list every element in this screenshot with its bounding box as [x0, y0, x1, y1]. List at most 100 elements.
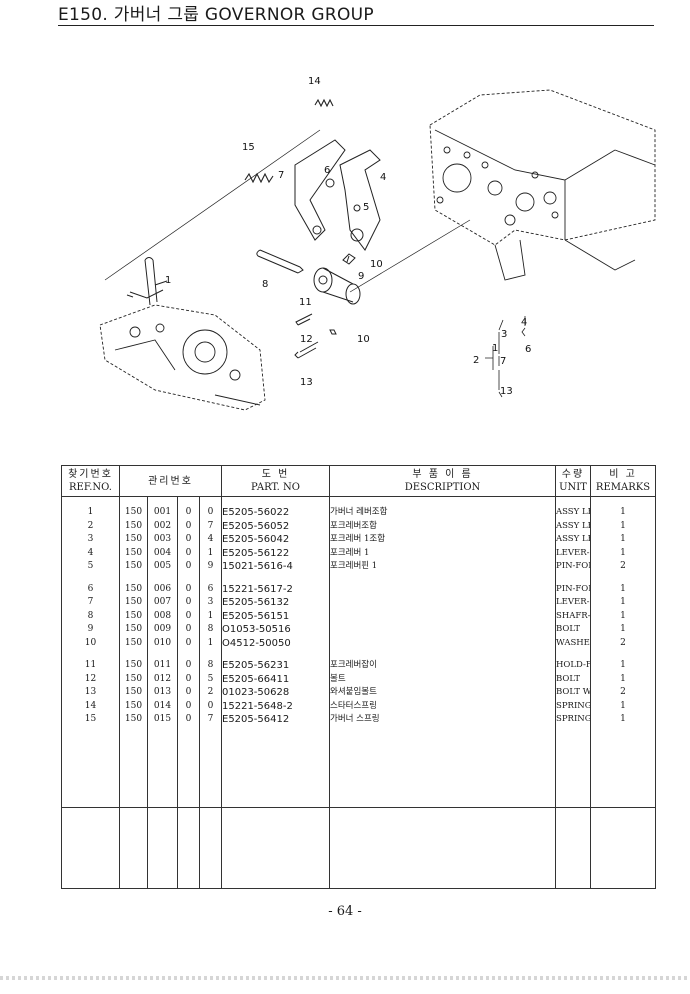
cell-unit: 1 — [590, 672, 656, 686]
cell-a: 0 — [177, 546, 200, 560]
fork-levers — [294, 139, 381, 251]
cell-g: 150 — [119, 519, 148, 533]
cell-g: 150 — [119, 636, 148, 650]
col-mgmt: 관리번호 — [119, 465, 222, 497]
cell-ref: 9 — [61, 623, 120, 637]
cell-a: 0 — [177, 506, 200, 520]
page-number: - 64 - — [328, 904, 362, 919]
cell-en: ASSY LEVER-FORK — [555, 519, 591, 533]
callout-5: 5 — [363, 202, 369, 213]
cell-a: 0 — [177, 519, 200, 533]
cell-ko: 스타터스프링 — [329, 699, 556, 713]
governor-lever-shaft — [126, 257, 168, 306]
cell-g: 150 — [119, 659, 148, 673]
cell-en: BOLT WITH WASHER — [555, 686, 591, 700]
cell-b: 2 — [199, 686, 222, 700]
cell-ko — [329, 636, 556, 650]
cell-unit: 1 — [590, 623, 656, 637]
page-title: E150. 가버너 그룹 GOVERNOR GROUP — [58, 5, 374, 25]
cell-g: 150 — [119, 623, 148, 637]
cell-ko — [329, 609, 556, 623]
cell-ref: 12 — [61, 672, 120, 686]
cell-unit: 1 — [590, 713, 656, 727]
cell-s: 015 — [147, 713, 178, 727]
cell-ko: 포크레버핀 1 — [329, 560, 556, 574]
cell-ko — [329, 582, 556, 596]
cell-a: 0 — [177, 672, 200, 686]
cell-en: SPRING, STARTER — [555, 699, 591, 713]
cell-part: E5205-56151 — [221, 609, 330, 623]
cell-part: 01023-50628 — [221, 686, 330, 700]
callout-12: 12 — [300, 334, 313, 345]
cell-ref: 14 — [61, 699, 120, 713]
cell-a: 0 — [177, 659, 200, 673]
cell-s: 009 — [147, 623, 178, 637]
cell-b: 8 — [199, 623, 222, 637]
cell-part: E5205-56022 — [221, 506, 330, 520]
cell-ref: 11 — [61, 659, 120, 673]
cell-b: 7 — [199, 713, 222, 727]
cell-b: 0 — [199, 699, 222, 713]
cell-b: 5 — [199, 672, 222, 686]
cell-ko: 포크레버잡이 — [329, 659, 556, 673]
title-rule — [58, 25, 654, 26]
cell-s: 004 — [147, 546, 178, 560]
legend-6: 6 — [525, 344, 531, 355]
legend-13: 13 — [500, 386, 513, 397]
cell-ref: 7 — [61, 596, 120, 610]
cell-ref: 10 — [61, 636, 120, 650]
cell-s: 011 — [147, 659, 178, 673]
cell-b: 0 — [199, 506, 222, 520]
engine-block — [429, 89, 656, 281]
bolt-13 — [294, 341, 319, 359]
cell-en: BOLT — [555, 672, 591, 686]
cell-s: 001 — [147, 506, 178, 520]
cell-g: 150 — [119, 699, 148, 713]
assembly-legend — [485, 316, 526, 398]
callout-13: 13 — [300, 377, 313, 388]
cell-b: 9 — [199, 560, 222, 574]
cell-s: 010 — [147, 636, 178, 650]
cell-a: 0 — [177, 623, 200, 637]
cell-en: PIN-FORK LEVER 1 — [555, 560, 591, 574]
cell-ref: 4 — [61, 546, 120, 560]
callout-11: 11 — [299, 297, 312, 308]
cell-ref: 3 — [61, 533, 120, 547]
callout-9: 9 — [358, 271, 364, 282]
cell-a: 0 — [177, 686, 200, 700]
cell-s: 006 — [147, 582, 178, 596]
callout-14: 14 — [308, 76, 321, 87]
cell-en: LEVER-FORK 2 — [555, 596, 591, 610]
cell-ko: 볼트 — [329, 672, 556, 686]
cell-unit: 1 — [590, 659, 656, 673]
cell-b: 1 — [199, 636, 222, 650]
cell-s: 008 — [147, 609, 178, 623]
cell-ko: 포크레버조합 — [329, 519, 556, 533]
cell-ref: 6 — [61, 582, 120, 596]
callout-6: 6 — [324, 165, 330, 176]
cell-s: 007 — [147, 596, 178, 610]
cell-part: E5205-56042 — [221, 533, 330, 547]
cell-en: PIN-FORK LEVER 2 — [555, 582, 591, 596]
cell-a: 0 — [177, 560, 200, 574]
cell-g: 150 — [119, 713, 148, 727]
cell-a: 0 — [177, 713, 200, 727]
cell-ref: 13 — [61, 686, 120, 700]
fork-holder — [313, 267, 361, 305]
legend-4: 4 — [521, 317, 527, 328]
cell-ref: 2 — [61, 519, 120, 533]
cell-part: E5205-56231 — [221, 659, 330, 673]
